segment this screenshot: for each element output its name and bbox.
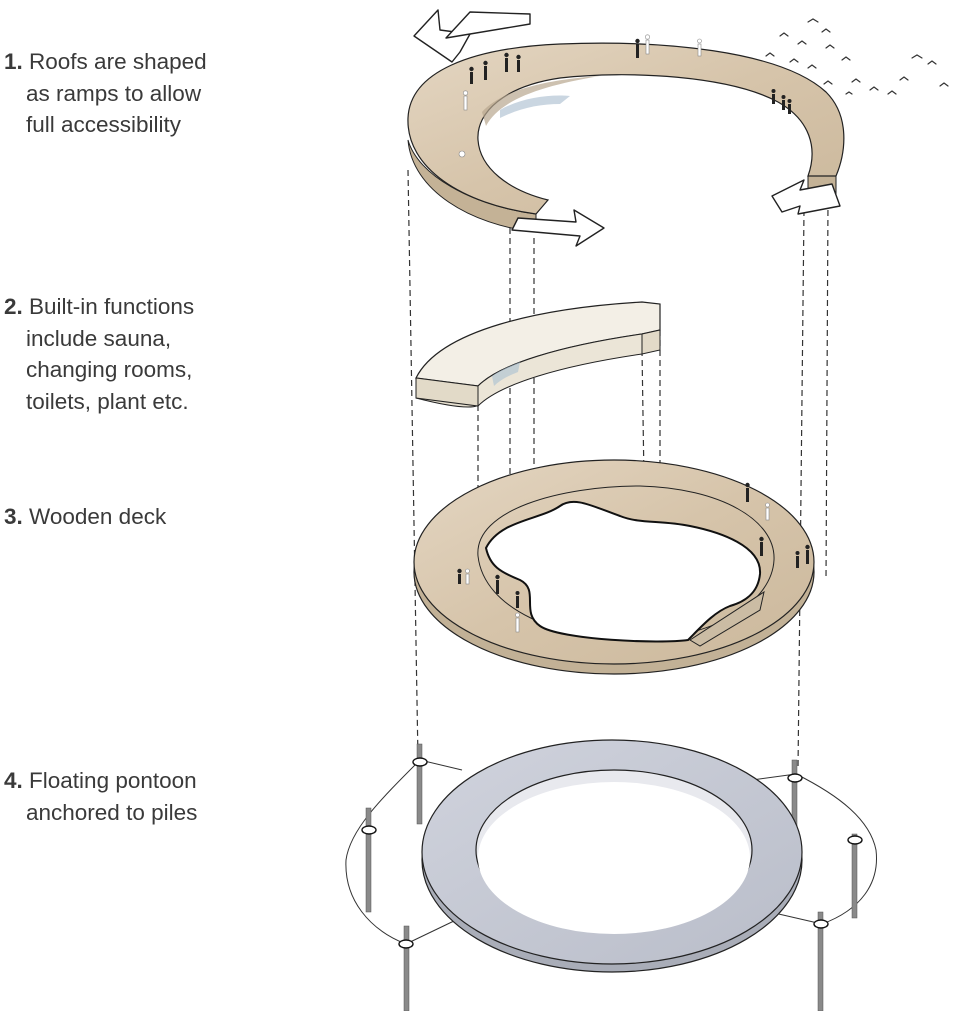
label-text: as ramps to allow: [26, 80, 202, 106]
label-pontoon: 4. Floating pontoon anchored to piles: [4, 765, 197, 828]
label-text: full accessibility: [26, 112, 182, 137]
label-text: Wooden deck: [29, 504, 167, 529]
label-number: 2.: [4, 294, 23, 319]
label-text: Floating pontoon: [29, 768, 197, 793]
label-text: toilets, plant etc.: [26, 388, 189, 414]
label-number: 3.: [4, 504, 23, 529]
pontoon-ring: [421, 739, 803, 973]
label-number: 1.: [4, 49, 23, 74]
label-number: 4.: [4, 768, 23, 793]
label-roofs: 1. Roofs are shaped as ramps to allow fu…: [4, 46, 207, 141]
arrow-icon: [771, 179, 841, 215]
pile-rings: [361, 757, 863, 949]
label-deck: 3. Wooden deck: [4, 501, 166, 533]
label-functions: 2. Built-in functions include sauna, cha…: [4, 291, 194, 417]
label-text: include sauna,: [26, 325, 172, 351]
label-text: changing rooms,: [26, 357, 193, 382]
white-people: [458, 34, 702, 158]
piles: [365, 743, 858, 1011]
birds-icon: [765, 18, 949, 95]
label-text: Roofs are shaped: [29, 49, 207, 74]
wooden-deck: [413, 459, 815, 675]
deck-white-people: [465, 502, 770, 633]
arrow-icon: [511, 209, 605, 247]
label-text: Built-in functions: [29, 294, 195, 319]
label-text: anchored to piles: [26, 799, 198, 825]
people-silhouettes: [469, 38, 792, 114]
functions-block: [415, 301, 661, 408]
deck-people: [457, 482, 810, 608]
pool-opening: [484, 500, 762, 643]
flow-arrows: [413, 9, 841, 247]
